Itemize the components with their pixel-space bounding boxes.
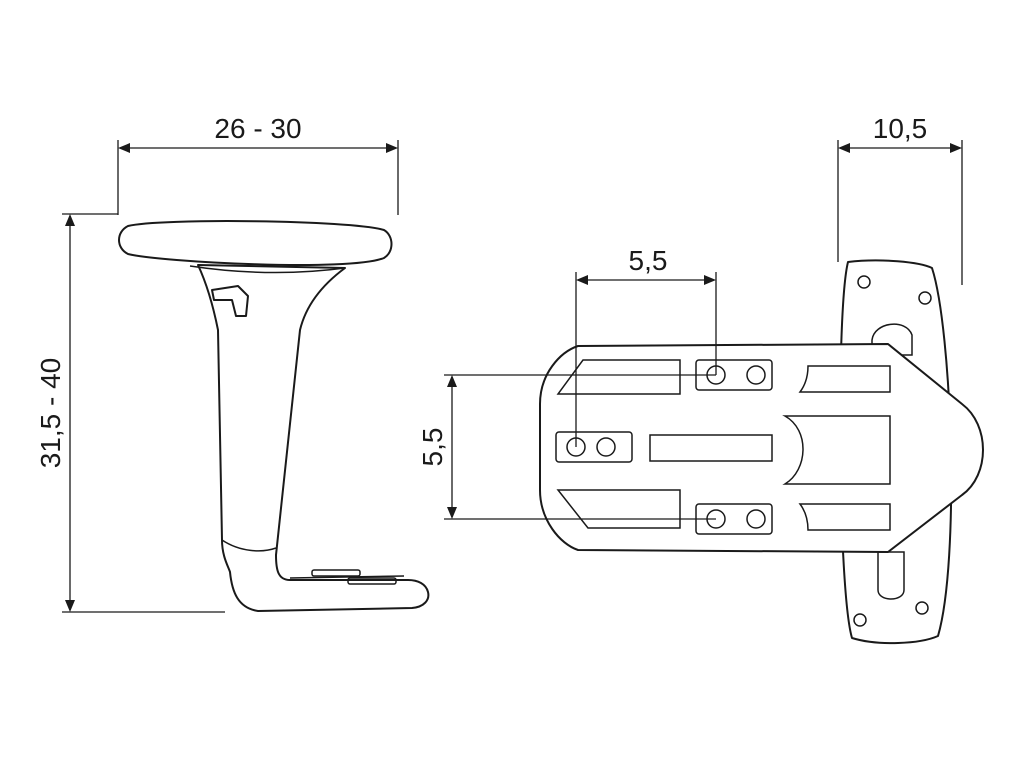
dimension-arm-width: 26 - 30 (117, 113, 399, 215)
slot-bottom-right (798, 503, 891, 531)
slot-center (649, 434, 773, 462)
hole-pair-frame (555, 431, 633, 463)
plate-hole (857, 275, 871, 289)
plate-slot-bottom (877, 551, 905, 600)
mounting-plate-view (539, 259, 984, 645)
mount-hole (746, 509, 766, 529)
slot-center-right (782, 415, 891, 485)
dimension-hole-spacing-vertical: 5,5 (417, 374, 716, 520)
mount-hole (596, 437, 616, 457)
slot-top-left (556, 359, 681, 395)
dimension-hole-spacing-horizontal: 5,5 (575, 245, 717, 447)
arm-height-label: 31,5 - 40 (35, 358, 66, 469)
arm-pad-underside (189, 265, 346, 274)
stem-sleeve-line (221, 539, 277, 552)
hole-spacing-vertical-label: 5,5 (417, 428, 448, 467)
base-inner-line (289, 575, 405, 579)
mount-hole (746, 365, 766, 385)
plate-hole (918, 291, 932, 305)
base-slot (311, 569, 361, 577)
plate-hole (853, 613, 867, 627)
adjust-lever (211, 285, 249, 317)
plate-width-label: 10,5 (873, 113, 928, 144)
plate-hole (915, 601, 929, 615)
arm-pad (118, 220, 393, 266)
armrest-stem (197, 264, 430, 612)
slot-top-right (798, 365, 891, 393)
armrest-side-view (118, 220, 430, 612)
base-slot (347, 577, 397, 585)
dimension-arm-height: 31,5 - 40 (35, 213, 225, 613)
plate-slot-top (871, 323, 913, 356)
arm-width-label: 26 - 30 (214, 113, 301, 144)
dimension-plate-width: 10,5 (837, 113, 963, 285)
hole-spacing-horizontal-label: 5,5 (629, 245, 668, 276)
slot-bottom-left (556, 489, 681, 529)
